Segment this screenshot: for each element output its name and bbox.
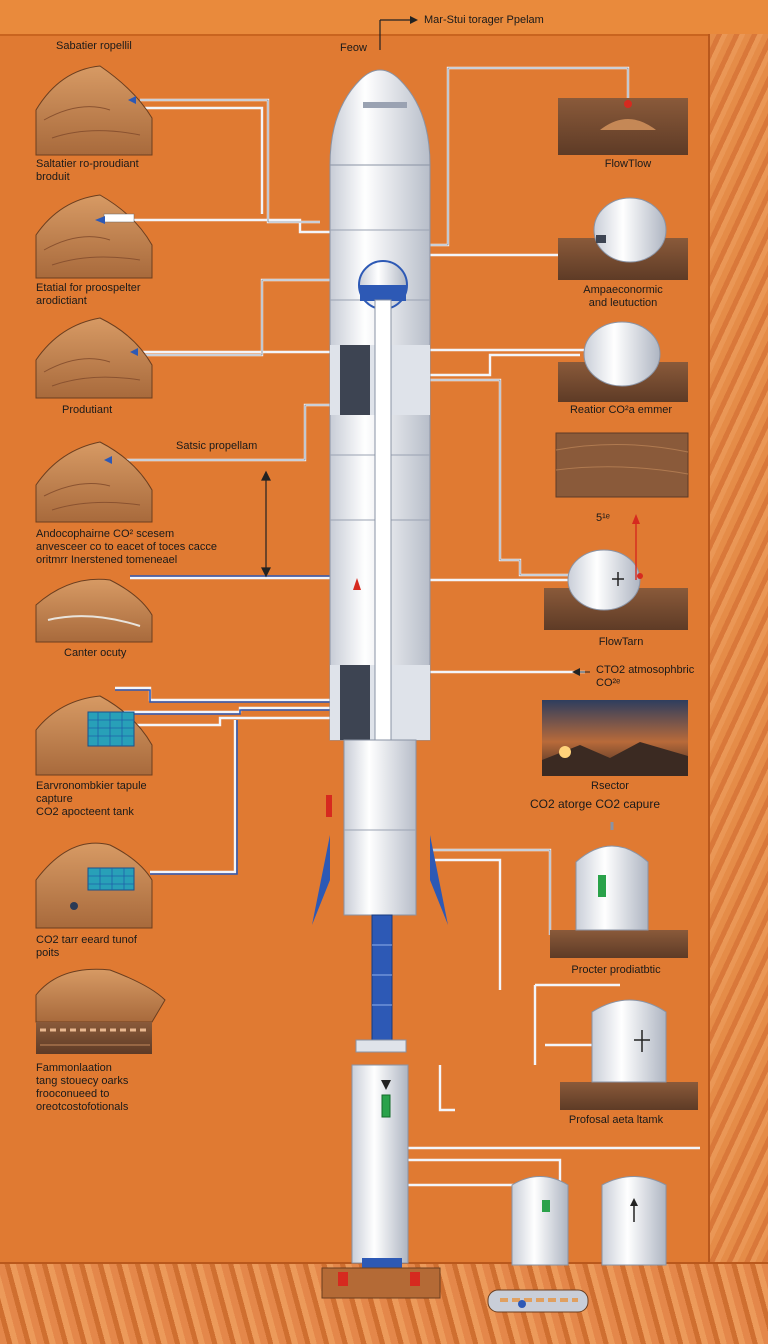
height-arrow (261, 470, 271, 578)
left-label-9: CO2 tarr eeard tunof poits (36, 934, 137, 959)
left-mound-1 (35, 65, 153, 156)
underground-pipe (487, 1289, 589, 1313)
right-label-9: Procter prodiatbtic (571, 964, 661, 976)
right-panel-tank-2 (558, 321, 688, 402)
rocket (312, 69, 448, 925)
right-label-3: Reatior CO²a emmer (569, 404, 673, 416)
central-blue-pipe (355, 914, 407, 1053)
right-label-2: Ampaeconormic and leutuction (583, 284, 663, 309)
left-mound-7 (35, 842, 153, 929)
diagram-title: Mar-Stui torager Ppelam (424, 14, 544, 26)
lower-storage-column (321, 1064, 441, 1299)
top-label: Feow (340, 42, 367, 54)
right-label-1: FlowTlow (604, 158, 652, 170)
left-mound-2 (35, 194, 153, 279)
right-label-6: CTO2 atmosophbric CO²ᵉ (596, 664, 695, 689)
left-label-2: Saltatier ro-proudiant broduit (36, 158, 139, 183)
left-layered-ground (35, 968, 166, 1054)
right-panel-storage-tank-2 (560, 999, 698, 1110)
right-label-4: 5¹ᵉ (596, 512, 610, 524)
right-label-5: FlowTarn (598, 636, 644, 648)
pipe-outlines (110, 67, 629, 935)
co2-arrow (572, 668, 590, 676)
left-mound-3 (35, 317, 153, 399)
title-arrow (379, 16, 418, 50)
left-mound-4 (35, 441, 153, 523)
right-panel-tank-1 (558, 197, 688, 280)
left-mound-5 (35, 578, 153, 643)
right-panel-flow-tank (544, 514, 688, 630)
left-label-4: Produtiant (62, 404, 113, 416)
bottom-tanks (511, 1176, 667, 1266)
right-label-10: Profosal aeta ltamk (568, 1114, 664, 1126)
left-label-8: Earvronombkier tapule capture CO2 apocte… (36, 780, 147, 818)
left-label-5: Satsic propellam (176, 440, 258, 452)
left-label-10: Fammonlaation tang stouecy oarks froocon… (36, 1062, 129, 1113)
right-label-8: CO2 atorge CO2 capure (529, 797, 661, 811)
soil-strip-right (708, 34, 768, 1344)
left-label-1: Sabatier ropellil (56, 40, 132, 52)
right-label-7: Rsector (591, 780, 629, 792)
left-label-6: Andocophairne CO² scesem anvesceer co to… (36, 528, 217, 566)
left-label-3: Etatial for proospelter arodictiant (36, 282, 141, 307)
blue-flow-pipes (115, 575, 330, 875)
header-band (0, 0, 768, 36)
left-label-7: Canter ocuty (64, 647, 127, 659)
right-panel-terrain (555, 432, 689, 498)
right-panel-storage-tank-1 (550, 822, 688, 958)
right-panel-sunset (542, 700, 688, 776)
left-mound-6-capture-tank (35, 695, 153, 776)
right-panel-surface-vent (558, 98, 688, 155)
